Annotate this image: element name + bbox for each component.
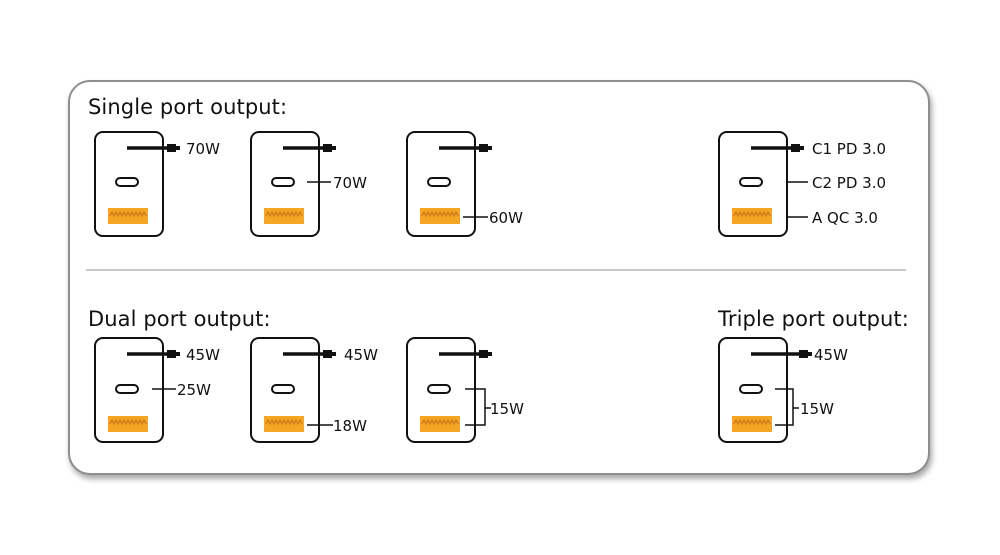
cable-connector-icon	[323, 144, 332, 152]
label-shared-watt: 15W	[800, 400, 834, 418]
cable-tip-icon	[176, 146, 180, 150]
label-c2-watt: 70W	[333, 174, 367, 192]
usb-c-port-icon	[115, 177, 139, 187]
usb-a-port-icon	[732, 208, 772, 224]
cable-tip-icon	[332, 146, 336, 150]
cable-connector-icon	[799, 350, 808, 358]
usb-c-port-icon	[271, 384, 295, 394]
charger-port-legend: C1 PD 3.0 C2 PD 3.0 A QC 3.0	[718, 131, 886, 237]
usb-c-port-icon	[739, 384, 763, 394]
shared-port-bracket	[465, 388, 491, 426]
cable-tip-icon	[808, 352, 812, 356]
charger-single-c1: 70W	[94, 131, 220, 237]
triple-port-title: Triple port output:	[718, 307, 909, 331]
label-a-watt: 60W	[489, 209, 523, 227]
charger-dual-c1-a: 45W 18W	[250, 337, 378, 443]
legend-a: A QC 3.0	[812, 209, 878, 227]
cable-connector-icon	[479, 350, 488, 358]
charger-triple: 45W 15W	[718, 337, 848, 443]
usb-c-port-icon	[115, 384, 139, 394]
cable-tip-icon	[332, 352, 336, 356]
usb-a-port-icon	[108, 416, 148, 432]
usb-a-port-icon	[420, 208, 460, 224]
cable-connector-icon	[167, 350, 176, 358]
cable-connector-icon	[167, 144, 176, 152]
charger-single-a: 60W	[406, 131, 523, 237]
label-a-watt: 18W	[333, 417, 367, 435]
cable-tip-icon	[488, 146, 492, 150]
label-c2-watt: 25W	[177, 381, 211, 399]
usb-a-port-icon	[108, 208, 148, 224]
charger-dual-c1-c2: 45W 25W	[94, 337, 220, 443]
label-c1-watt: 45W	[186, 346, 220, 364]
cable-connector-icon	[479, 144, 488, 152]
dual-port-title: Dual port output:	[88, 307, 271, 331]
cable-tip-icon	[800, 146, 804, 150]
usb-a-port-icon	[264, 208, 304, 224]
cable-connector-icon	[323, 350, 332, 358]
charger-dual-c2-a: 15W	[406, 337, 524, 443]
usb-a-port-icon	[264, 416, 304, 432]
legend-c2: C2 PD 3.0	[812, 174, 886, 192]
usb-c-port-icon	[271, 177, 295, 187]
shared-port-bracket	[775, 388, 799, 426]
cable-tip-icon	[176, 352, 180, 356]
usb-c-port-icon	[427, 177, 451, 187]
charger-single-c2: 70W	[250, 131, 367, 237]
label-shared-watt: 15W	[490, 400, 524, 418]
cable-connector-icon	[791, 144, 800, 152]
label-c1-watt: 45W	[814, 346, 848, 364]
label-c1-watt: 70W	[186, 140, 220, 158]
usb-c-port-icon	[739, 177, 763, 187]
cable-tip-icon	[488, 352, 492, 356]
usb-c-port-icon	[427, 384, 451, 394]
label-c1-watt: 45W	[344, 346, 378, 364]
usb-a-port-icon	[732, 416, 772, 432]
single-port-title: Single port output:	[88, 95, 288, 119]
usb-a-port-icon	[420, 416, 460, 432]
legend-c1: C1 PD 3.0	[812, 140, 886, 158]
